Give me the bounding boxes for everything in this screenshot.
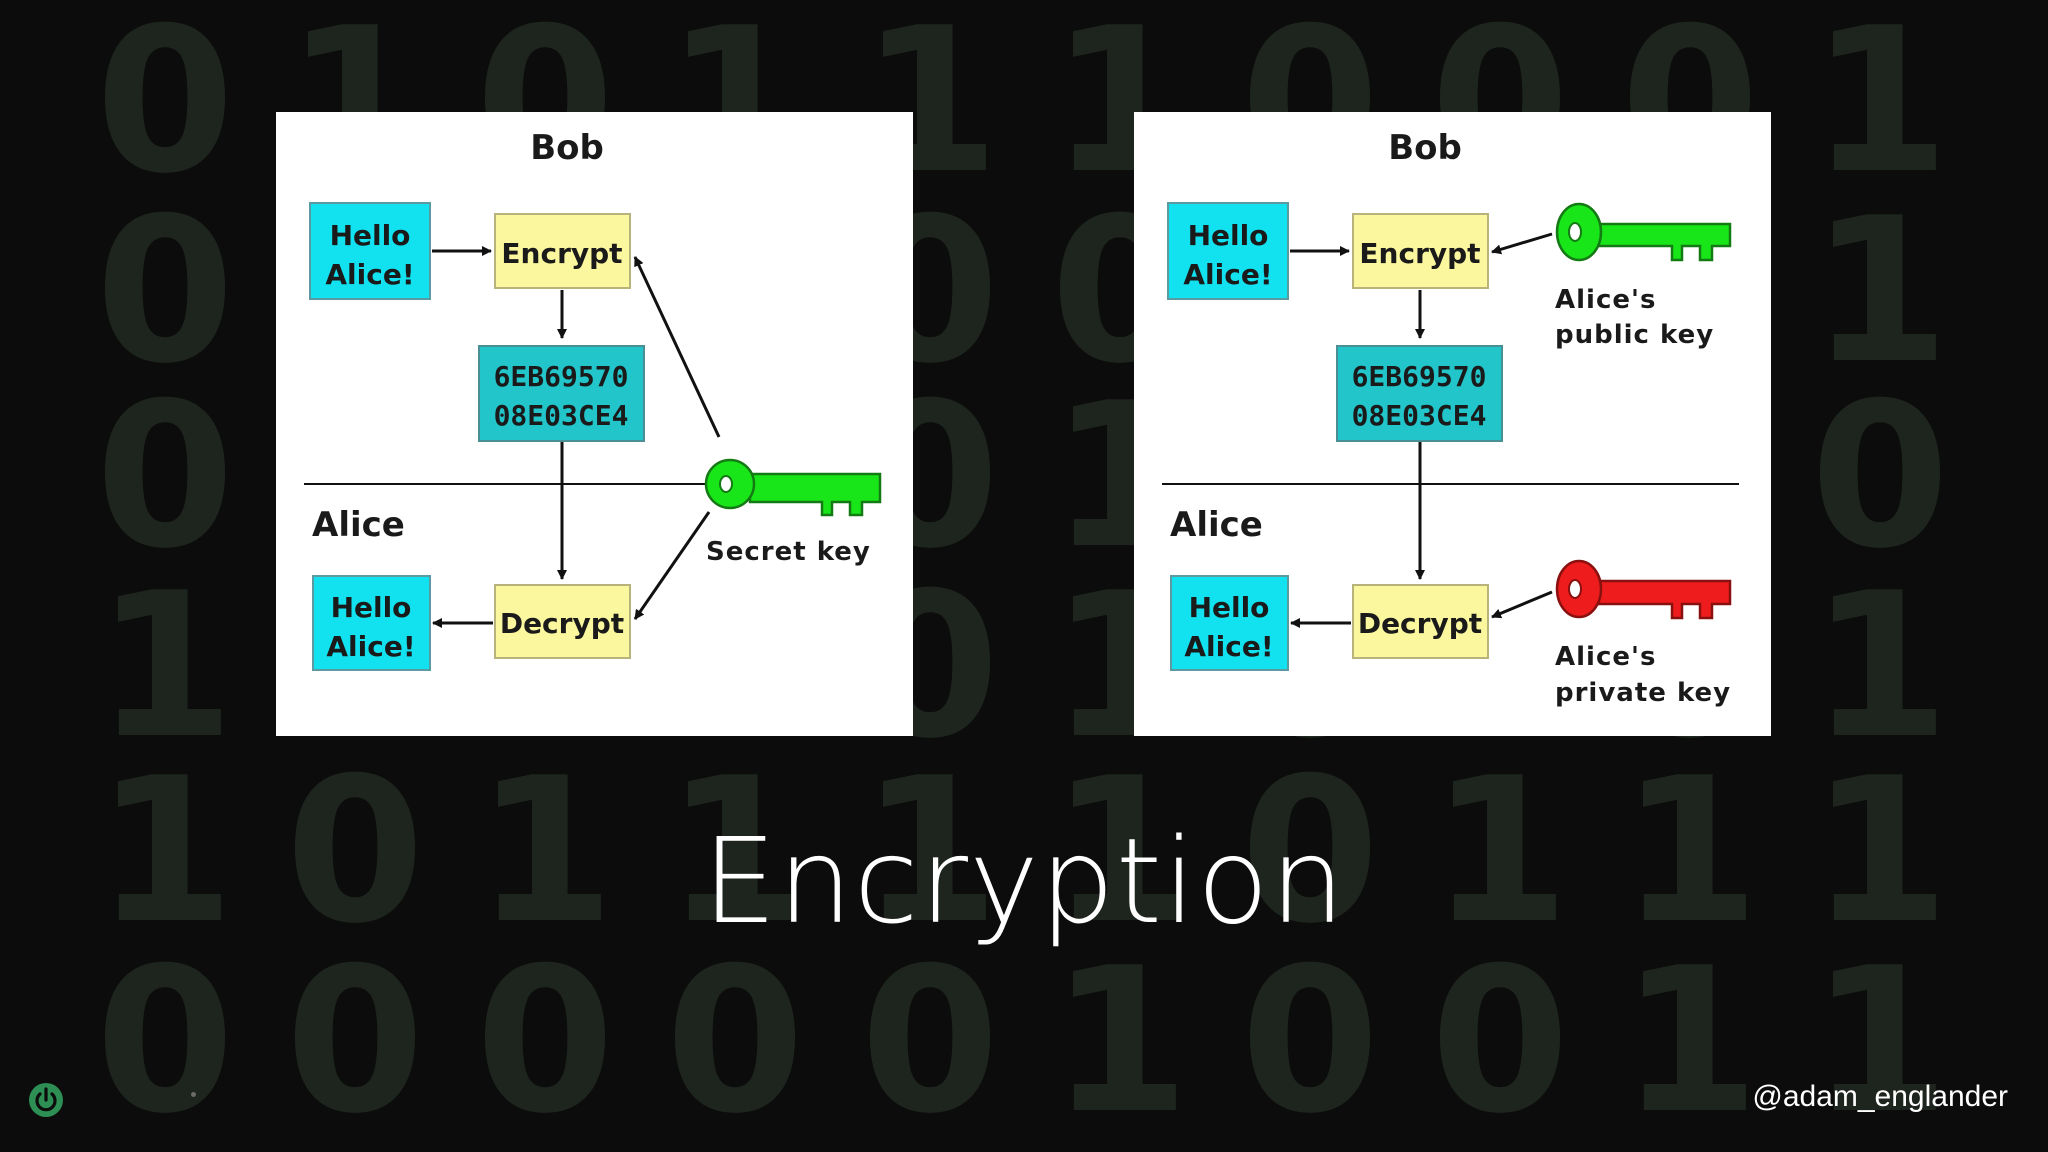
background-digit: 0: [285, 735, 424, 968]
background-digit: 1: [475, 735, 614, 968]
plaintext-box-bottom: [312, 575, 431, 671]
plaintext-top-line2: Alice!: [325, 258, 414, 291]
plaintext-box-top: [1167, 202, 1289, 300]
power-icon: [29, 1083, 63, 1117]
asymmetric-diagram-svg: Bob Hello Alice! Encrypt 6EB69570 08E03C…: [1162, 128, 1739, 708]
bob-label: Bob: [530, 128, 604, 168]
decrypt-box: [1352, 584, 1489, 659]
background-digit: 1: [95, 735, 234, 968]
encrypt-box: [494, 213, 631, 289]
public-key-label-line2: public key: [1555, 320, 1714, 350]
private-key-arrow: [1491, 590, 1553, 619]
background-digit: 1: [95, 550, 234, 783]
plaintext-bottom-line1: Hello: [331, 591, 412, 624]
plaintext-bottom-line2: Alice!: [1184, 630, 1273, 663]
background-digit: 1: [1810, 735, 1949, 968]
author-handle: @adam_englander: [1752, 1080, 2008, 1113]
background-digit: 1: [1430, 735, 1569, 968]
encrypt-box: [1352, 213, 1489, 289]
key-arrow-to-encrypt: [633, 256, 721, 438]
plaintext-bottom-line2: Alice!: [326, 630, 415, 663]
background-digit: 0: [285, 925, 424, 1152]
ciphertext-line1: 6EB69570: [494, 360, 629, 393]
alice-label: Alice: [1170, 505, 1263, 545]
plaintext-top-line2: Alice!: [1183, 258, 1272, 291]
slide-title: Encryption: [702, 812, 1346, 950]
background-digit: 1: [1810, 925, 1949, 1152]
background-digit: 0: [1430, 925, 1569, 1152]
background-digit: 1: [1810, 0, 1949, 218]
bob-label: Bob: [1388, 128, 1462, 168]
decrypt-label: Decrypt: [1358, 607, 1482, 640]
ciphertext-line2: 08E03CE4: [1352, 399, 1487, 432]
background-digit: 1: [1810, 550, 1949, 783]
background-digit: 0: [665, 925, 804, 1152]
public-key-label-line1: Alice's: [1555, 285, 1656, 315]
ciphertext-box: [1336, 345, 1503, 442]
background-digit: 1: [1620, 735, 1759, 968]
asymmetric-encryption-diagram: Bob Hello Alice! Encrypt 6EB69570 08E03C…: [1134, 112, 1771, 736]
private-key-icon: [1555, 559, 1732, 620]
plaintext-box-bottom: [1170, 575, 1289, 671]
secret-key-label: Secret key: [706, 537, 871, 567]
background-digit: 1: [1050, 925, 1189, 1152]
background-digit: 1: [1620, 925, 1759, 1152]
secret-key-icon: [704, 458, 882, 517]
background-digit: 0: [1810, 360, 1949, 593]
encrypt-label: Encrypt: [501, 237, 622, 270]
public-key-arrow: [1491, 232, 1553, 255]
ciphertext-line2: 08E03CE4: [494, 399, 629, 432]
plaintext-bottom-line1: Hello: [1189, 591, 1270, 624]
plaintext-box-top: [309, 202, 431, 300]
private-key-label-line1: Alice's: [1555, 642, 1656, 672]
background-digit: 0: [95, 925, 234, 1152]
decrypt-label: Decrypt: [500, 607, 624, 640]
slide-indicator-dot: [191, 1092, 196, 1097]
background-digit: 1: [1050, 735, 1189, 968]
background-digit: 0: [1240, 925, 1379, 1152]
symmetric-encryption-diagram: Bob Hello Alice! Encrypt 6EB69570 08E03C…: [276, 112, 913, 736]
alice-label: Alice: [312, 505, 405, 545]
background-digit: 0: [95, 175, 234, 408]
ciphertext-box: [478, 345, 645, 442]
key-arrow-to-decrypt: [633, 511, 711, 620]
plaintext-top-line1: Hello: [330, 219, 411, 252]
background-digit: 0: [475, 925, 614, 1152]
background-digit: 0: [95, 360, 234, 593]
private-key-label-line2: private key: [1555, 678, 1731, 708]
background-digit: 1: [665, 735, 804, 968]
public-key-icon: [1555, 202, 1732, 262]
symmetric-diagram-svg: Bob Hello Alice! Encrypt 6EB69570 08E03C…: [304, 128, 882, 671]
encrypt-label: Encrypt: [1359, 237, 1480, 270]
background-digit: 0: [95, 0, 234, 218]
background-digit: 1: [1810, 175, 1949, 408]
background-digit: 0: [1240, 735, 1379, 968]
background-digit: 1: [860, 735, 999, 968]
ciphertext-line1: 6EB69570: [1352, 360, 1487, 393]
plaintext-top-line1: Hello: [1188, 219, 1269, 252]
background-digit: 0: [860, 925, 999, 1152]
decrypt-box: [494, 584, 631, 659]
